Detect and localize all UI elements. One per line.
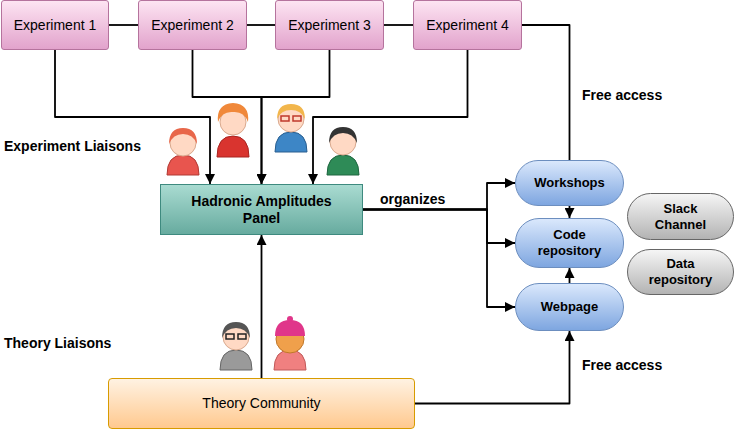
panel-box: Hadronic Amplitudes Panel — [160, 184, 363, 235]
connector — [55, 50, 210, 184]
box-text: Hadronic Amplitudes Panel — [181, 193, 342, 227]
community-box: Theory Community — [108, 378, 415, 429]
box-text: Experiment 1 — [14, 17, 96, 34]
person-icon — [275, 104, 307, 152]
group-label: Experiment Liaisons — [4, 138, 141, 154]
resource-box: Webpage — [515, 283, 624, 331]
connector-label: Free access — [580, 87, 664, 103]
box-text: Code repository — [530, 227, 609, 258]
person-icon — [274, 316, 306, 370]
experiment-box: Experiment 3 — [275, 0, 384, 50]
connector-label: organizes — [378, 191, 447, 207]
connector — [569, 268, 571, 283]
person-icon — [220, 322, 252, 370]
person-icon — [327, 127, 359, 175]
connector — [363, 210, 515, 244]
box-text: Experiment 2 — [151, 17, 233, 34]
experiment-box: Experiment 2 — [138, 0, 247, 50]
box-text: Data repository — [642, 256, 719, 287]
connector — [109, 24, 138, 26]
person-icon — [167, 128, 199, 175]
connector — [384, 24, 413, 26]
resource-box: Workshops — [515, 160, 624, 206]
person-icon — [217, 103, 249, 157]
channel-box: Data repository — [627, 249, 734, 295]
connector — [313, 50, 468, 184]
box-text: Experiment 4 — [426, 17, 508, 34]
box-text: Webpage — [541, 299, 599, 315]
experiment-box: Experiment 4 — [413, 0, 522, 50]
connector — [193, 50, 262, 184]
connector — [415, 331, 570, 404]
experiment-box: Experiment 1 — [1, 0, 109, 50]
box-text: Workshops — [534, 175, 605, 191]
connector — [363, 210, 515, 308]
resource-box: Code repository — [515, 218, 624, 268]
connector — [247, 24, 275, 26]
box-text: Theory Community — [202, 395, 320, 412]
connector-label: Free access — [580, 357, 664, 373]
channel-box: Slack Channel — [627, 193, 734, 240]
connector — [363, 183, 515, 210]
connector — [261, 235, 263, 378]
box-text: Experiment 3 — [288, 17, 370, 34]
box-text: Slack Channel — [642, 201, 719, 232]
group-label: Theory Liaisons — [4, 335, 111, 351]
